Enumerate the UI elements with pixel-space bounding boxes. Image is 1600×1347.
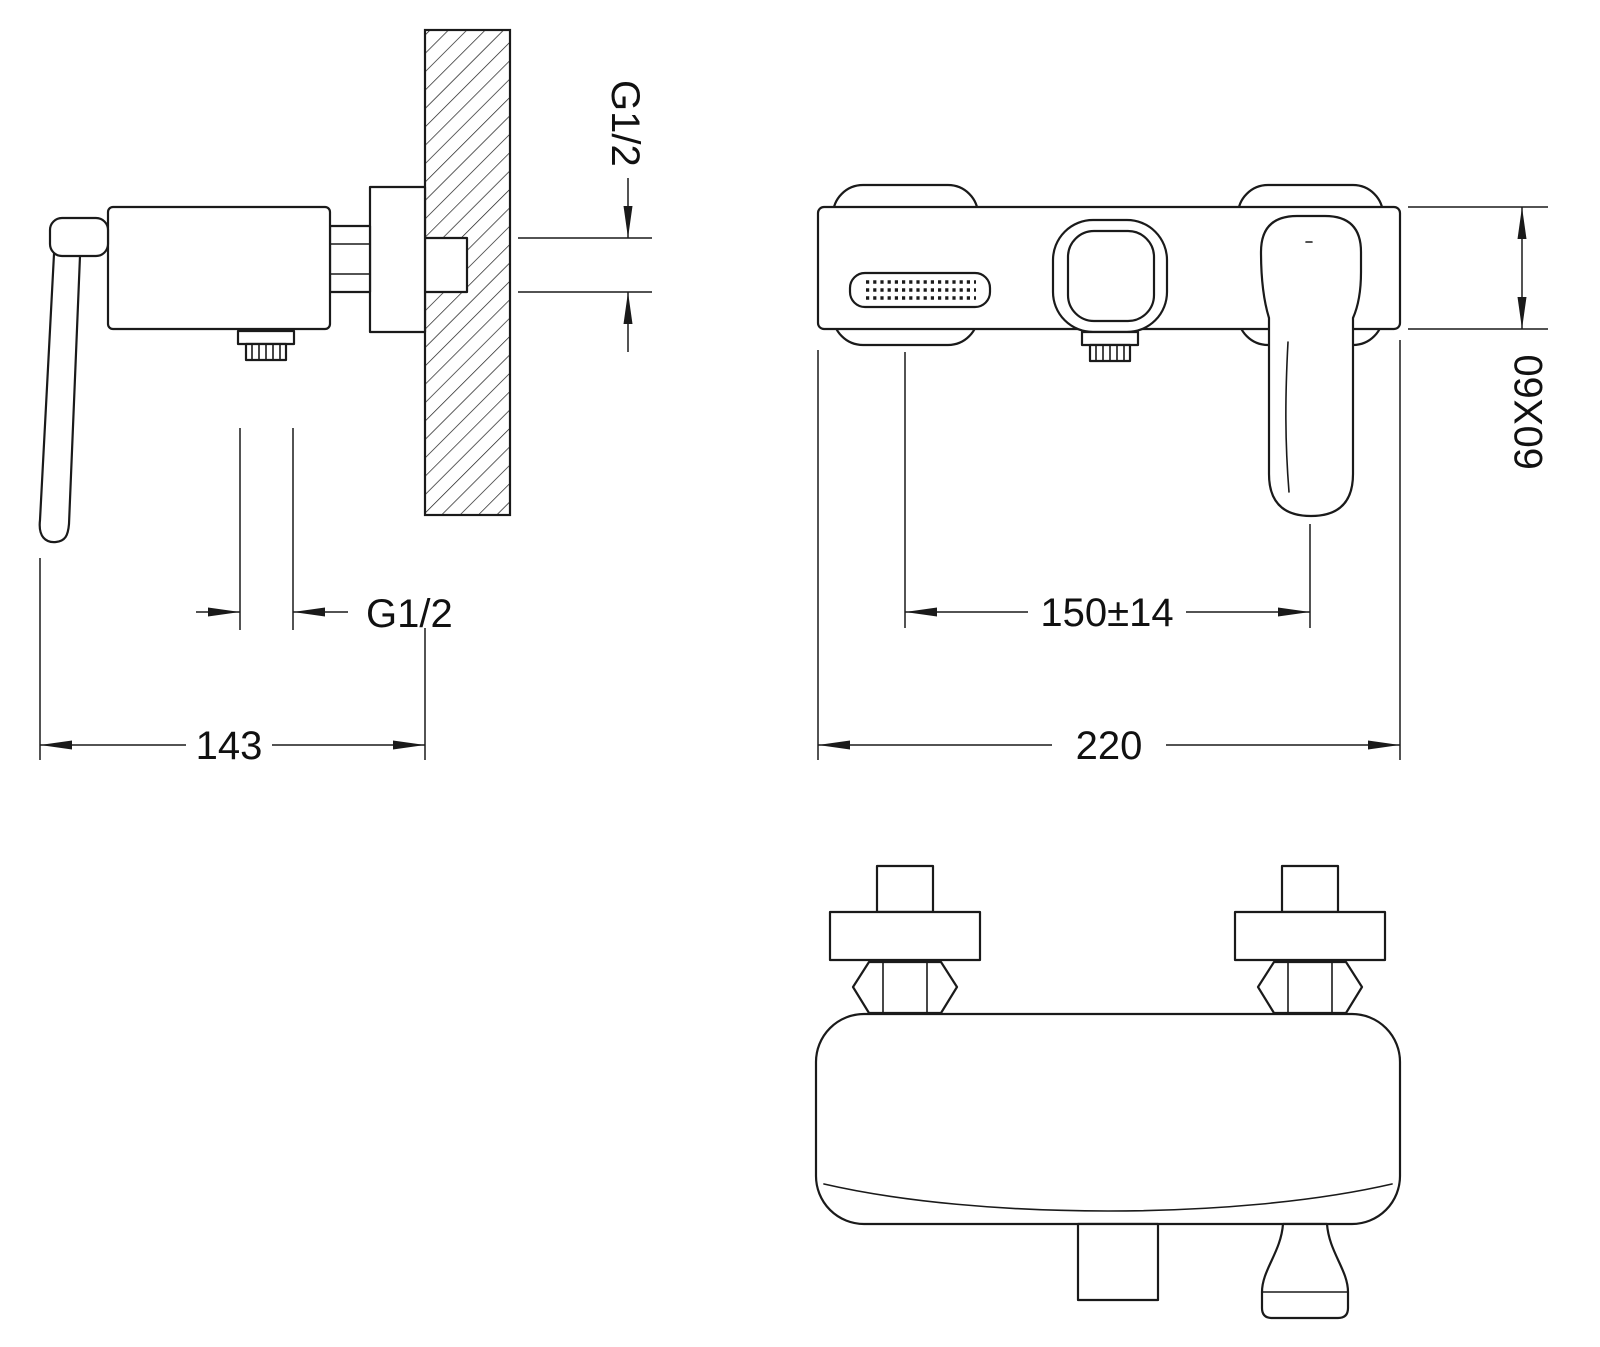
hex-nut-left xyxy=(851,960,959,1015)
dim-overall-width: 220 xyxy=(817,340,1401,768)
dim-label-wall-thread: G1/2 xyxy=(603,80,647,167)
dim-label-overall-width: 220 xyxy=(1076,724,1143,768)
dim-projection-depth: 143 xyxy=(39,558,426,768)
outlet-front xyxy=(1080,330,1140,363)
dim-inlet-spacing: 150±14 xyxy=(904,352,1311,635)
dim-body-section: 60X60 xyxy=(1408,206,1551,470)
dim-outlet-thread: G1/2 xyxy=(196,428,453,636)
dim-label-projection-depth: 143 xyxy=(196,724,263,768)
connector-nut xyxy=(328,224,372,294)
dimensions: G1/2 G1/2 143 60X60 xyxy=(39,80,1551,768)
faucet-body-side xyxy=(106,205,332,331)
dim-label-body-section: 60X60 xyxy=(1507,354,1551,470)
handle-knob-top xyxy=(1260,1222,1350,1320)
body-front-edge xyxy=(823,1183,1393,1212)
dim-label-inlet-spacing: 150±14 xyxy=(1040,591,1173,635)
side-view xyxy=(38,28,512,544)
diverter-opening xyxy=(1051,218,1169,334)
outlet-top xyxy=(1076,1222,1160,1302)
handle-blade-side xyxy=(38,252,82,544)
wall-pipe-recess xyxy=(423,236,469,294)
eccentric-plate-right xyxy=(1233,910,1387,962)
faucet-body-top xyxy=(814,1012,1402,1226)
top-view xyxy=(814,864,1402,1320)
inlet-stem-left xyxy=(875,864,935,914)
hex-nut-right xyxy=(1256,960,1364,1015)
outlet-side xyxy=(236,329,296,362)
eccentric-plate-left xyxy=(828,910,982,962)
inlet-stem-right xyxy=(1280,864,1340,914)
dim-wall-thread: G1/2 xyxy=(518,80,652,352)
dim-label-outlet-thread: G1/2 xyxy=(366,592,453,636)
mount-flange xyxy=(368,185,427,334)
front-view xyxy=(816,183,1402,518)
handle-cap-side xyxy=(48,216,110,258)
aerator-slot xyxy=(848,271,992,309)
handle-front xyxy=(1259,214,1363,518)
